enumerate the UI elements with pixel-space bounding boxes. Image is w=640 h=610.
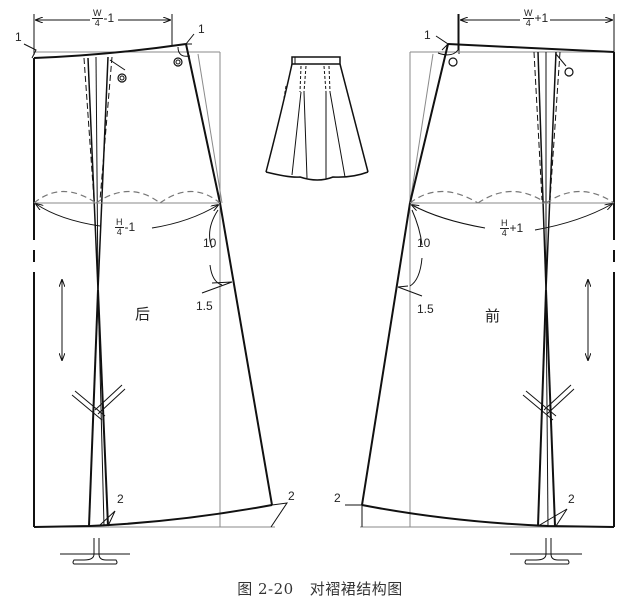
front-waist-numerator: W	[523, 8, 534, 19]
front-hip-suffix: +1	[509, 221, 524, 236]
back-panel	[23, 14, 289, 565]
front-marker-circles	[448, 57, 574, 77]
figure-caption: 图 2-20 对褶裙结构图	[0, 578, 640, 599]
front-hip-denominator: 4	[501, 227, 507, 238]
back-waist-denominator: 4	[94, 17, 100, 28]
front-waist-dimension	[458, 14, 615, 54]
back-side-seam	[185, 43, 273, 506]
front-side-seam	[361, 43, 449, 506]
back-waist-rise-left-label: 1	[15, 30, 22, 44]
back-hem-marker-center	[99, 510, 116, 527]
front-side-offset-marker	[397, 285, 423, 297]
back-waist-dimension	[33, 14, 173, 55]
back-hip-denominator: 4	[116, 226, 122, 237]
back-hem-marker-side	[270, 502, 289, 528]
back-guide-frame	[34, 51, 275, 528]
front-waist-suffix: +1	[534, 11, 549, 26]
front-hip-numerator: H	[500, 218, 509, 229]
back-hip-numerator: H	[115, 217, 124, 228]
front-hem-marker-center	[537, 508, 568, 527]
front-hem-marker-side	[345, 504, 363, 527]
front-waist-marker-side	[435, 35, 449, 51]
front-hem-rise-side-label: 2	[334, 491, 341, 505]
front-hip-dimension	[412, 202, 612, 231]
back-hemline	[33, 504, 273, 528]
back-side-offset-label: 1.5	[196, 299, 213, 313]
back-marker-circles	[117, 57, 183, 83]
back-fold-symbol	[60, 538, 130, 565]
back-hip-suffix: -1	[124, 220, 136, 235]
front-hem-rise-center-label: 2	[568, 492, 575, 506]
front-side-offset-label: 1.5	[417, 302, 434, 316]
front-waistline	[447, 43, 615, 53]
front-waist-rise-label: 1	[424, 28, 431, 42]
figure-number: 图 2-20	[237, 580, 294, 598]
front-waist-denominator: 4	[525, 17, 531, 28]
back-waist-marker-left	[23, 43, 37, 59]
back-waistline	[33, 43, 187, 59]
front-side-curve-arc	[409, 209, 423, 287]
back-waist-numerator: W	[92, 8, 103, 19]
front-panel	[345, 14, 615, 565]
back-side-offset-marker	[201, 281, 233, 294]
back-waist-side-arc	[177, 46, 191, 57]
back-hem-rise-side-label: 2	[288, 489, 295, 503]
back-waist-rise-right-label: 1	[198, 22, 205, 36]
front-hip-arcs	[409, 191, 615, 204]
back-hem-rise-center-label: 2	[117, 492, 124, 506]
skirt-sketch	[265, 56, 369, 181]
back-hip-dimension	[36, 202, 218, 229]
back-waist-suffix: -1	[103, 11, 115, 26]
front-pleat	[522, 51, 575, 527]
front-panel-label: 前	[485, 307, 501, 325]
back-pleat	[71, 56, 126, 527]
back-side-curve-arc	[209, 209, 223, 286]
back-waist-marker-right	[184, 33, 195, 45]
back-panel-label: 后	[135, 305, 151, 323]
back-hip-arcs	[33, 191, 221, 204]
front-waist-side-arc	[437, 14, 459, 56]
front-side-curve-label: 10	[417, 236, 431, 250]
front-guide-frame	[360, 51, 614, 528]
front-fold-symbol	[510, 538, 582, 565]
back-side-curve-label: 10	[203, 236, 217, 250]
figure-title: 对褶裙结构图	[309, 580, 403, 598]
front-hemline	[361, 504, 615, 528]
